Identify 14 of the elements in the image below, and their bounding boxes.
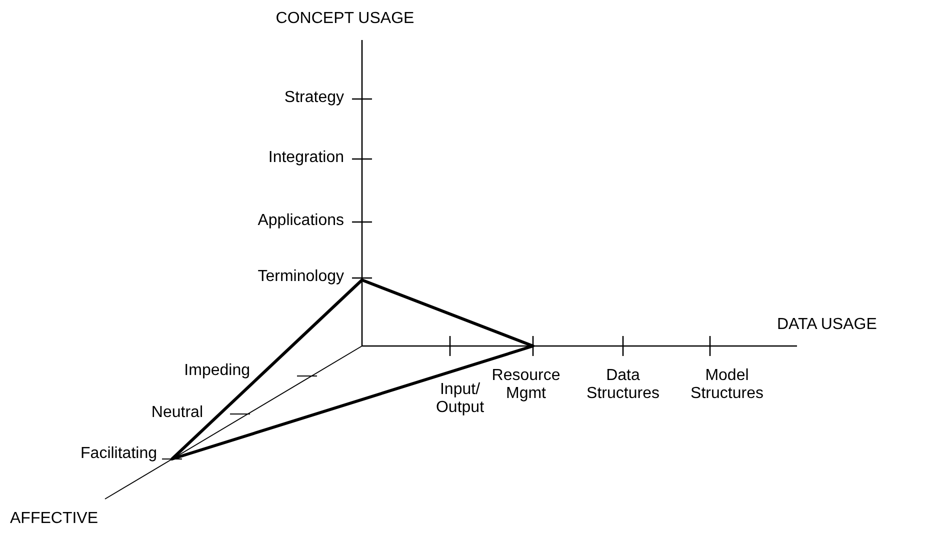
axis-label: Applications (258, 212, 344, 230)
axis-label: Input/ Output (436, 381, 484, 417)
axis-label: Strategy (284, 89, 344, 107)
axis-label: CONCEPT USAGE (276, 10, 414, 28)
axis-label: Neutral (151, 404, 203, 422)
axis-label: Facilitating (80, 445, 157, 463)
axis-label: Resource Mgmt (492, 367, 560, 403)
axis-label: Impeding (184, 362, 250, 380)
axis-label: AFFECTIVE (10, 510, 98, 528)
axis-label: DATA USAGE (777, 316, 877, 334)
axis-label: Integration (268, 149, 344, 167)
axis-label: Terminology (258, 268, 344, 286)
axis-label: Model Structures (690, 367, 764, 403)
axis-label: Data Structures (586, 367, 660, 403)
